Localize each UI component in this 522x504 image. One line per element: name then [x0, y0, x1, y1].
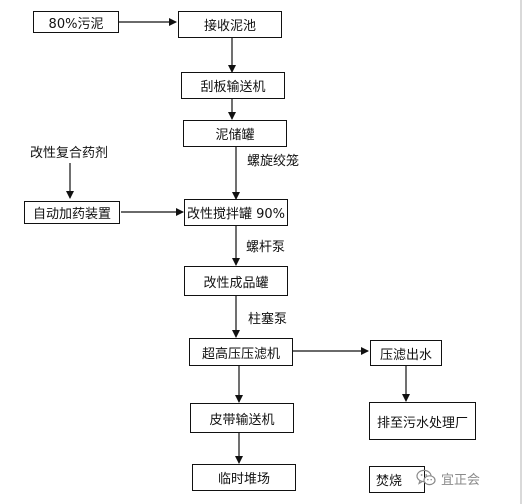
wechat-icon — [416, 469, 436, 486]
node-scraper-conveyor: 刮板输送机 — [181, 72, 285, 99]
node-sludge-80: 80%污泥 — [33, 11, 119, 33]
node-receiving-tank: 接收泥池 — [178, 11, 282, 38]
edge-label-plunger-pump: 柱塞泵 — [248, 312, 288, 327]
node-auto-dosing-device: 自动加药装置 — [24, 201, 120, 224]
node-modification-mixing-tank: 改性搅拌罐 90% — [184, 199, 288, 226]
node-modified-product-tank: 改性成品罐 — [184, 266, 288, 296]
node-belt-conveyor: 皮带输送机 — [190, 403, 294, 433]
node-to-wastewater-plant: 排至污水处理厂 — [369, 402, 476, 440]
watermark: 宜正会 — [416, 466, 480, 490]
node-ultra-high-pressure-filter-press: 超高压压滤机 — [189, 338, 293, 366]
edge-label-screw-conveyor: 螺旋绞笼 — [247, 154, 300, 169]
node-temporary-storage: 临时堆场 — [192, 464, 296, 491]
node-modifier-agent: 改性复合药剂 — [30, 146, 109, 161]
node-sludge-storage-tank: 泥储罐 — [183, 120, 287, 147]
right-edge-divider — [520, 0, 522, 504]
watermark-text: 宜正会 — [441, 472, 481, 488]
node-filtrate-water: 压滤出水 — [370, 340, 442, 366]
node-incineration: 焚烧 — [369, 466, 425, 493]
edge-label-screw-pump: 螺杆泵 — [246, 240, 286, 255]
